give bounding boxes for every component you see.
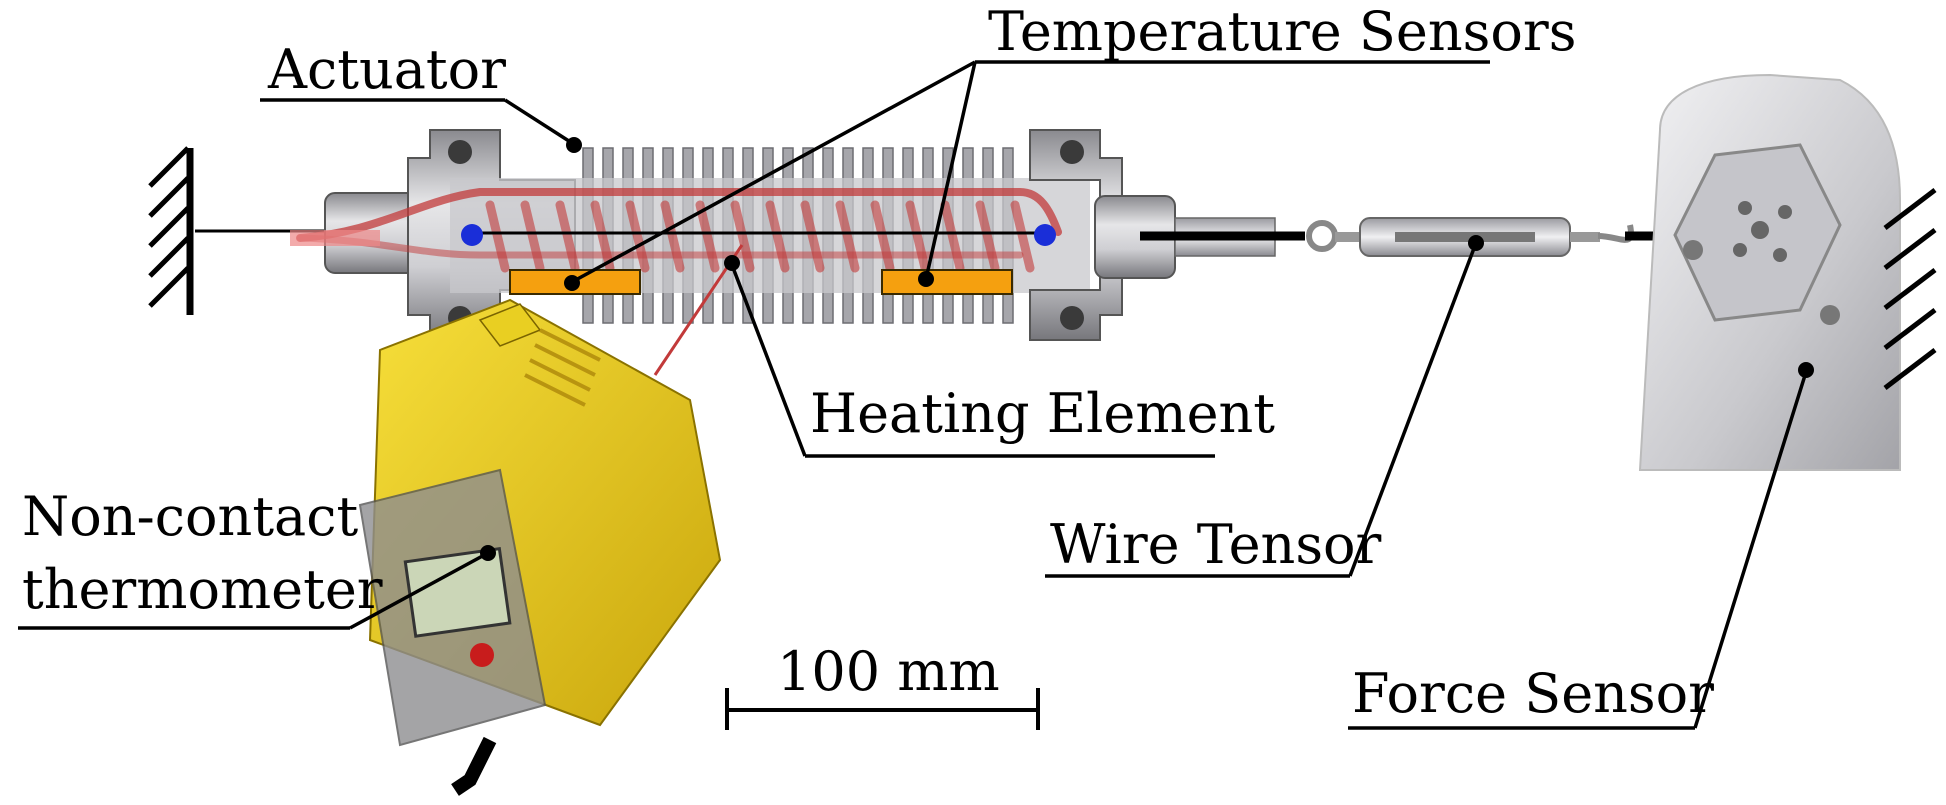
heating-coil (290, 188, 1062, 273)
force-sensor-label: Force Sensor (1352, 662, 1714, 725)
left-wall (148, 146, 330, 315)
wire-anchor-right (1034, 224, 1056, 246)
label-wire-tensor: Wire Tensor (1045, 235, 1484, 578)
temperature-sensor-right (881, 269, 1013, 295)
scale-bar: 100 mm (725, 640, 1040, 730)
non-contact-label-line1: Non-contact (22, 485, 358, 548)
wire-anchor-left (461, 224, 483, 246)
temperature-sensors-label: Temperature Sensors (988, 0, 1576, 63)
label-non-contact-thermometer: Non-contact thermometer (18, 485, 496, 630)
label-temperature-sensors: Temperature Sensors (564, 0, 1576, 291)
wire-tensor-label: Wire Tensor (1050, 513, 1382, 576)
scale-bar-label: 100 mm (777, 640, 1000, 703)
thermometer-device (358, 244, 744, 796)
non-contact-label-line2: thermometer (22, 558, 383, 621)
right-wall (1883, 188, 1937, 390)
actuator-label: Actuator (267, 38, 506, 101)
label-heating-element: Heating Element (724, 255, 1275, 458)
label-actuator: Actuator (260, 38, 582, 153)
heating-element-label: Heating Element (810, 382, 1275, 445)
label-force-sensor: Force Sensor (1348, 362, 1814, 730)
force-sensor (1638, 73, 1901, 471)
